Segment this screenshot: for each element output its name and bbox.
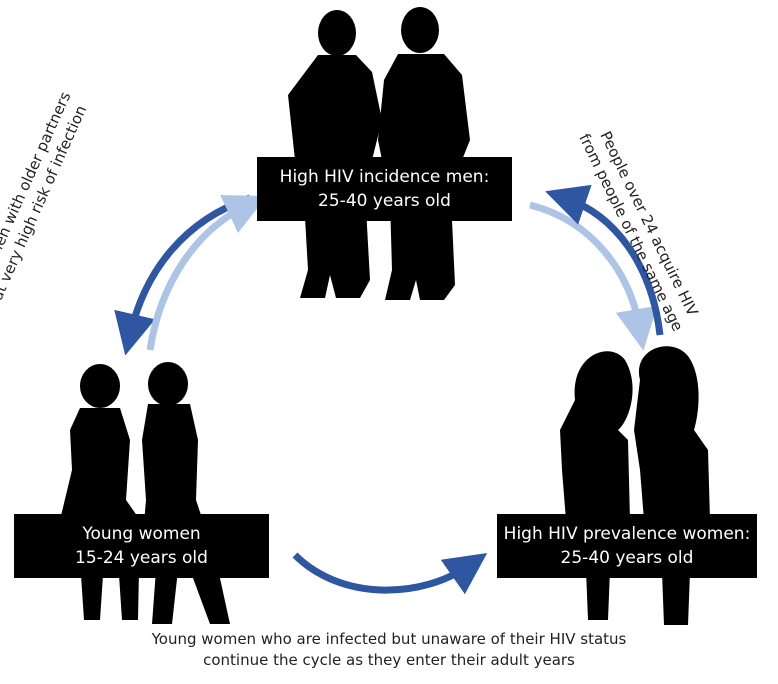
- arrow-light-young-to-men: [146, 194, 267, 351]
- node-prevalence-women-line1: High HIV prevalence women:: [503, 524, 751, 544]
- arrow-dark-men-to-young: [114, 194, 252, 356]
- node-men-box: High HIV incidence men: 25-40 years old: [257, 157, 512, 221]
- young-women-silhouette-icon: [60, 362, 230, 624]
- arrow-dark-prevalence-to-men: [545, 184, 664, 336]
- node-prevalence-women-line2: 25-40 years old: [560, 548, 694, 568]
- caption-line2: continue the cycle as they enter their a…: [203, 651, 575, 669]
- caption-line1: Young women who are infected but unaware…: [151, 630, 627, 648]
- prevalence-women-silhouette-icon: [560, 346, 710, 625]
- node-prevalence-women-box: High HIV prevalence women: 25-40 years o…: [497, 514, 757, 578]
- men-silhouette-icon: [288, 7, 470, 300]
- node-young-women-box: Young women 15-24 years old: [14, 514, 269, 578]
- arrow-young-to-prevalence: [292, 552, 488, 595]
- caption: Young women who are infected but unaware…: [0, 629, 778, 671]
- node-young-women-line2: 15-24 years old: [75, 548, 208, 568]
- node-men-line1: High HIV incidence men:: [279, 167, 490, 187]
- node-men-line2: 25-40 years old: [318, 191, 451, 211]
- node-young-women-line1: Young women: [82, 524, 201, 544]
